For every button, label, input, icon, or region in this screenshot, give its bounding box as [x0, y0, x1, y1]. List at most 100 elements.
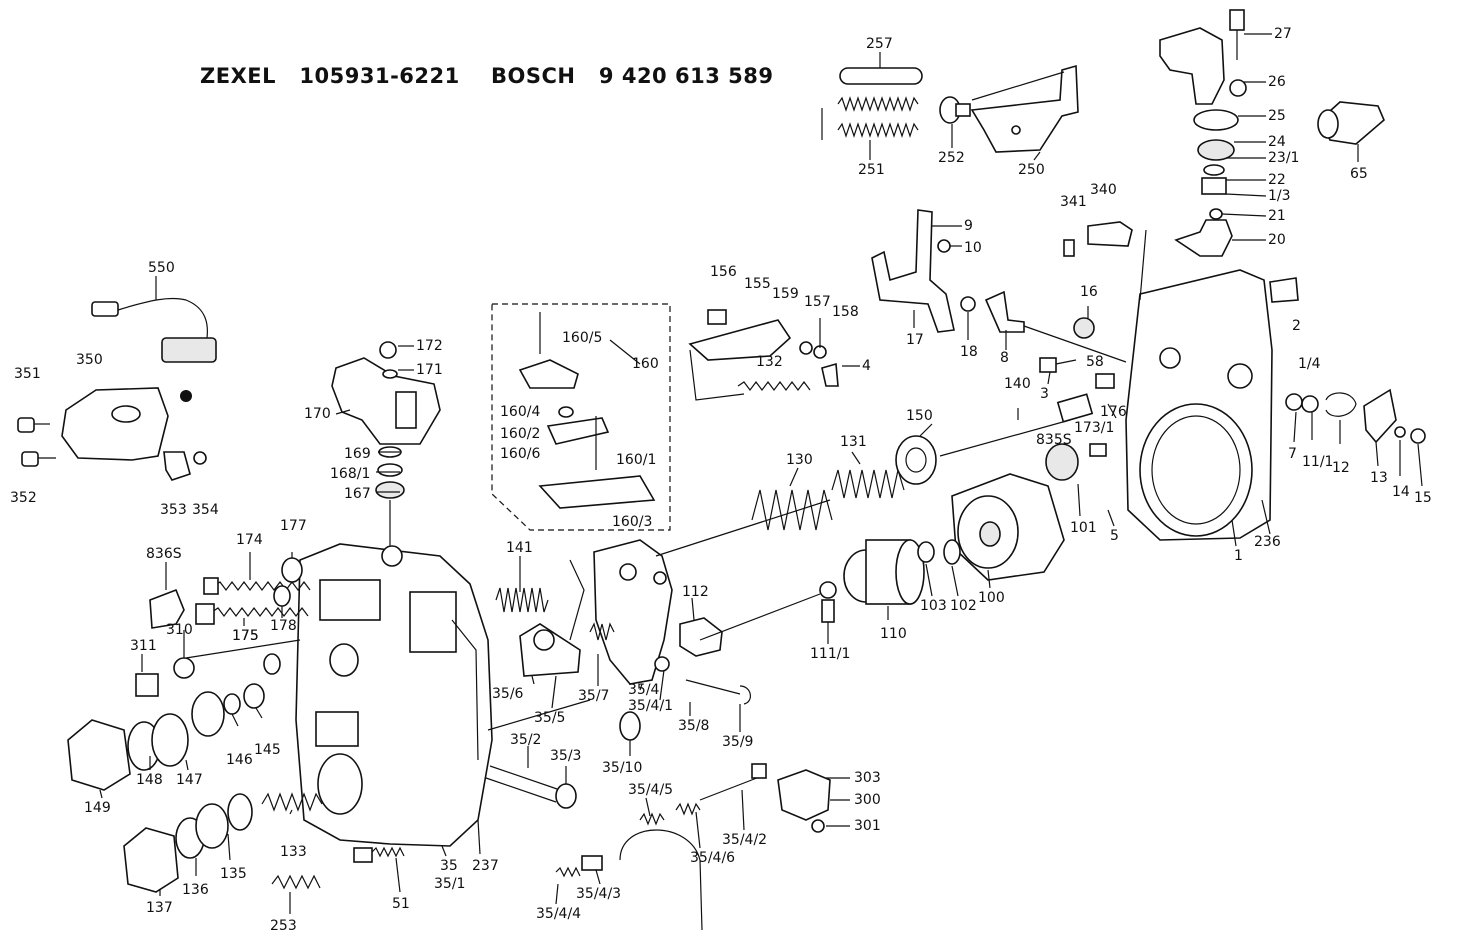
part-label-103: 103	[920, 598, 947, 614]
part-label-35-6: 35/6	[492, 686, 524, 702]
part-label-257: 257	[866, 36, 893, 52]
nut-part-177-178	[273, 557, 303, 607]
part-label-35-4-2: 35/4/2	[722, 832, 768, 848]
part-label-26: 26	[1268, 74, 1286, 90]
cap-nut-part-65	[1317, 101, 1385, 145]
part-label-167: 167	[344, 486, 371, 502]
part-label-102: 102	[950, 598, 977, 614]
screw-part-18-8	[960, 290, 1025, 333]
bracket-part-9-17	[871, 209, 955, 333]
part-label-131: 131	[840, 434, 867, 450]
valve-stack-part-25-20	[1174, 109, 1239, 257]
bolt-part-311-310	[135, 653, 281, 697]
part-label-158: 158	[832, 304, 859, 320]
part-label-16: 16	[1080, 284, 1098, 300]
part-label-130: 130	[786, 452, 813, 468]
bushing-part-35-10	[619, 711, 641, 741]
part-label-13: 13	[1370, 470, 1388, 486]
part-label-111-1: 111/1	[810, 646, 851, 662]
fitting-part-137-133	[123, 792, 323, 893]
part-label-145: 145	[254, 742, 281, 758]
lever-part-35-4	[593, 539, 673, 685]
part-label-135: 135	[220, 866, 247, 882]
part-label-253: 253	[270, 918, 297, 934]
part-label-35: 35	[440, 858, 458, 874]
part-label-237: 237	[472, 858, 499, 874]
leader-lines	[99, 33, 1423, 914]
screw-part-174-175	[195, 577, 311, 625]
part-label-250: 250	[1018, 162, 1045, 178]
pump-body-part-35	[295, 543, 493, 847]
part-label-160-6: 160/6	[500, 446, 541, 462]
part-label-160-3: 160/3	[612, 514, 653, 530]
spring-part-251	[821, 96, 919, 140]
sensor-part-550	[91, 297, 217, 363]
part-label-4: 4	[862, 358, 871, 374]
part-label-835s: 835S	[1036, 432, 1072, 448]
part-label-35-8: 35/8	[678, 718, 710, 734]
part-label-35-4-4: 35/4/4	[536, 906, 582, 922]
bolt-part-16-58-3	[1039, 317, 1115, 389]
part-label-310: 310	[166, 622, 193, 638]
part-label-7: 7	[1288, 446, 1297, 462]
part-label-5: 5	[1110, 528, 1119, 544]
part-label-35-2: 35/2	[510, 732, 542, 748]
cam-ring-part-100	[951, 473, 1065, 581]
part-label-132: 132	[756, 354, 783, 370]
part-label-301: 301	[854, 818, 881, 834]
spring-part-35-4-5-6	[639, 763, 767, 826]
bracket-part-340	[1063, 221, 1133, 257]
part-label-65: 65	[1350, 166, 1368, 182]
part-label-150: 150	[906, 408, 933, 424]
part-label-168-1: 168/1	[330, 466, 371, 482]
part-label-351: 351	[14, 366, 41, 382]
part-label-1-3: 1/3	[1268, 188, 1291, 204]
part-label-169: 169	[344, 446, 371, 462]
part-label-100: 100	[978, 590, 1005, 606]
part-label-24: 24	[1268, 134, 1286, 150]
part-label-350: 350	[76, 352, 103, 368]
part-label-159: 159	[772, 286, 799, 302]
part-label-171: 171	[416, 362, 443, 378]
cover-part-300	[777, 769, 831, 833]
part-label-251: 251	[858, 162, 885, 178]
part-label-149: 149	[84, 800, 111, 816]
part-label-172: 172	[416, 338, 443, 354]
part-label-252: 252	[938, 150, 965, 166]
part-label-140: 140	[1004, 376, 1031, 392]
part-label-156: 156	[710, 264, 737, 280]
part-label-341: 341	[1060, 194, 1087, 210]
block-part-112	[679, 617, 723, 657]
part-label-51: 51	[392, 896, 410, 912]
part-label-160: 160	[632, 356, 659, 372]
part-label-110: 110	[880, 626, 907, 642]
part-label-137: 137	[146, 900, 173, 916]
part-label-35-4-6: 35/4/6	[690, 850, 736, 866]
pin-part-111-1	[819, 581, 837, 623]
plug-part-836s	[149, 588, 185, 629]
washer-set-part-7-15	[1285, 388, 1426, 444]
part-label-22: 22	[1268, 172, 1286, 188]
part-label-35-3: 35/3	[550, 748, 582, 764]
subassembly-box-160	[491, 303, 671, 531]
part-label-35-4-1: 35/4/1	[628, 698, 674, 714]
part-label-836s: 836S	[146, 546, 182, 562]
part-label-112: 112	[682, 584, 709, 600]
part-label-3: 3	[1040, 386, 1049, 402]
bracket-part-250	[970, 64, 1079, 153]
part-label-136: 136	[182, 882, 209, 898]
lever-part-35-5-6	[519, 559, 585, 677]
part-label-35-4-5: 35/4/5	[628, 782, 674, 798]
part-label-15: 15	[1414, 490, 1432, 506]
part-label-35-4-3: 35/4/3	[576, 886, 622, 902]
spring-part-131	[831, 469, 905, 499]
part-label-175: 175	[232, 628, 259, 644]
part-label-17: 17	[906, 332, 924, 348]
bracket-part-155	[688, 309, 839, 401]
part-label-160-4: 160/4	[500, 404, 541, 420]
clip-part-353-354	[163, 451, 207, 481]
lever-assembly-part-170	[331, 341, 441, 445]
part-label-25: 25	[1268, 108, 1286, 124]
part-label-1-4: 1/4	[1298, 356, 1321, 372]
